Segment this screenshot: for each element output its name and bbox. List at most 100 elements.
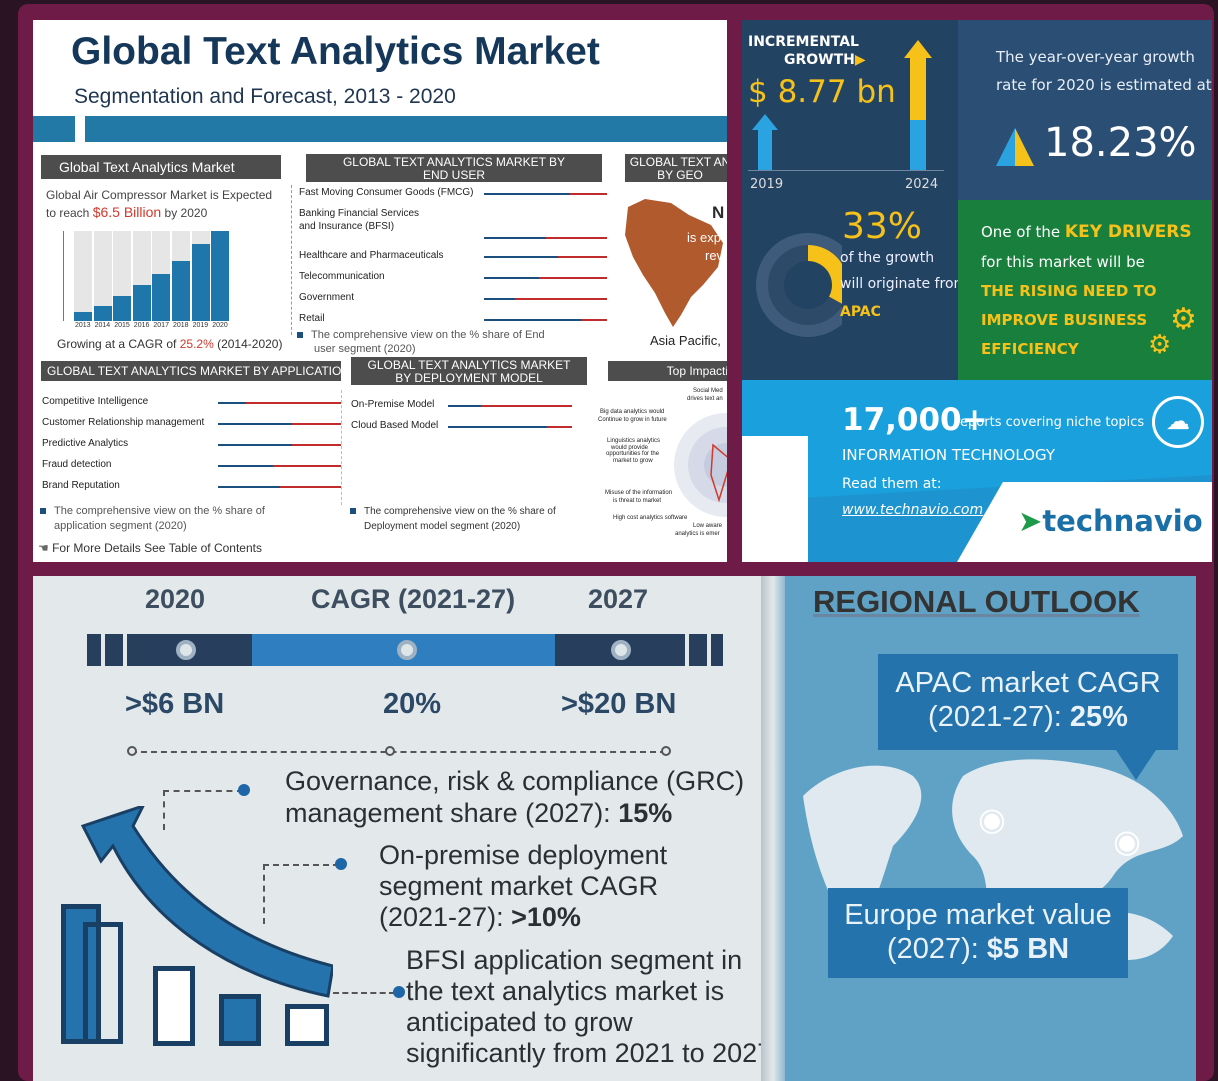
application-share-fill	[218, 486, 280, 488]
application-share-fill	[218, 444, 292, 446]
bar-background	[211, 231, 230, 321]
deployment-note: The comprehensive view on the % share of…	[350, 504, 556, 534]
footer-note: ☚ For More Details See Table of Contents	[38, 541, 262, 555]
curved-growth-arrow-icon	[80, 806, 333, 998]
bar-label-2018: 2018	[173, 322, 189, 329]
growth-arrow-large-icon	[904, 40, 932, 170]
bar-label-2020: 2020	[212, 322, 228, 329]
end-user-label-line1: Telecommunication	[299, 271, 385, 282]
drivers-line-1-em: KEY DRIVERS	[1064, 222, 1192, 242]
impact-label: opportunities for the	[606, 451, 660, 457]
bar-background	[191, 231, 210, 321]
application-share-bar	[218, 402, 341, 404]
timeline-dotted-line	[131, 751, 666, 753]
market-box-line1: Global Air Compressor Market is Expected	[46, 188, 273, 202]
growth-value: 25.2%	[179, 337, 214, 351]
application-share-fill	[218, 465, 274, 467]
bar-background	[113, 231, 132, 321]
timeline-value-2027: >$20 BN	[561, 688, 677, 720]
apac-callout-prefix: (2021-27):	[928, 701, 1070, 733]
deployment-header: GLOBAL TEXT ANALYTICS MARKET BY DEPLOYME…	[351, 357, 587, 385]
drivers-cell	[958, 200, 1212, 380]
end-user-label: Retail	[299, 312, 325, 325]
page-subtitle: Segmentation and Forecast, 2013 - 2020	[74, 85, 456, 108]
fact-3-line-3: anticipated to grow	[406, 1007, 633, 1037]
geo-fragment-exp: is exp	[687, 230, 721, 245]
footer-note-text: For More Details See Table of Contents	[52, 541, 262, 555]
end-user-share-bar	[484, 237, 607, 239]
deployment-header-line1: GLOBAL TEXT ANALYTICS MARKET	[367, 358, 571, 372]
bar-background	[93, 231, 112, 321]
end-user-share-bar	[484, 193, 607, 195]
read-url-link[interactable]: www.technavio.com	[842, 502, 984, 518]
end-user-header-line2: END USER	[422, 168, 485, 182]
application-share-bar	[218, 423, 341, 425]
application-label: Customer Relationship management	[42, 417, 205, 428]
impact-label: Misuse of the information	[605, 490, 673, 496]
fact-1-dot	[238, 784, 250, 796]
fact-1-line-2: management share (2027): 15%	[285, 798, 672, 829]
end-user-header-line1: GLOBAL TEXT ANALYTICS MARKET BY	[342, 155, 566, 169]
timeline-label-cagr: CAGR (2021-27)	[311, 584, 516, 614]
bar-label-2013: 2013	[75, 322, 91, 329]
timeline-value-2020: >$6 BN	[125, 688, 225, 720]
page-title: Global Text Analytics Market	[71, 30, 600, 73]
end-user-share-fill	[484, 298, 515, 300]
end-user-label-line1: Government	[299, 292, 355, 303]
end-user-share-fill	[484, 237, 546, 239]
yoy-line-1: The year-over-year growth	[996, 48, 1195, 66]
drivers-line-5: EFFICIENCY	[981, 340, 1079, 358]
geo-fragment-r: r	[721, 268, 726, 283]
end-user-share-bar	[484, 298, 607, 300]
logo-white-wedge	[957, 482, 1212, 562]
impact-label: Big data analytics would	[600, 409, 665, 415]
impact-label: Social Med	[693, 388, 723, 394]
stripe-gap	[75, 116, 85, 142]
fact-2-line-2: segment market CAGR	[379, 871, 659, 901]
play-arrow-icon: ▶	[854, 52, 866, 68]
geo-fragment-n: N	[712, 203, 725, 222]
market-bar-chart	[63, 231, 245, 321]
growth-arrow-small-icon	[752, 114, 778, 170]
incremental-value: $ 8.77 bn	[748, 74, 896, 110]
timeline-value-cagr: 20%	[383, 688, 442, 720]
end-user-share-fill	[484, 277, 540, 279]
apac-callout-line2: (2021-27): 25%	[878, 700, 1178, 734]
impact-label: analytics is emer	[675, 531, 720, 537]
bar-background	[74, 231, 92, 321]
fact-2-dot	[335, 858, 347, 870]
gear-icon: ⚙	[1170, 302, 1197, 337]
end-user-label: Government	[299, 291, 354, 304]
gear-small-icon: ⚙	[1148, 330, 1172, 360]
market-box-line2: to reach $6.5 Billion by 2020	[46, 204, 207, 220]
geo-fragment-rev: rev	[705, 248, 724, 263]
deployment-label: On-Premise Model	[351, 399, 435, 410]
application-share-fill	[218, 423, 292, 425]
end-user-label: Fast Moving Consumer Goods (FMCG)	[299, 186, 474, 199]
market-box-value: $6.5 Billion	[92, 204, 162, 220]
market-box-line2-prefix: to reach	[46, 206, 93, 220]
fact-2-line-1: On-premise deployment	[379, 840, 668, 870]
regional-title: REGIONAL OUTLOOK	[813, 584, 1140, 619]
year-end: 2024	[905, 177, 939, 192]
north-america-map-icon	[625, 199, 723, 327]
infographic-panel-outlook: 2020 CAGR (2021-27) 2027 >$6 BN 20% >$20…	[33, 576, 1196, 1081]
bar-label-2017: 2017	[153, 322, 169, 329]
incremental-label-1: INCREMENTAL	[748, 34, 859, 50]
impact-label: Linguistics analytics	[607, 438, 661, 444]
dot-1	[127, 746, 137, 756]
end-user-label-line2: and Insurance (BFSI)	[299, 221, 395, 232]
bar-background	[132, 231, 151, 321]
apac-line-2: will originate from	[840, 276, 968, 292]
timeline-tick-l1	[101, 634, 105, 666]
applications-note-line1: The comprehensive view on the % share of	[54, 505, 265, 517]
infographic-panel-segmentation: Global Text Analytics Market Segmentatio…	[33, 20, 727, 562]
timeline-marker-2027	[611, 640, 631, 660]
bar-2016	[132, 285, 151, 321]
applications-divider	[341, 390, 342, 505]
yoy-cell	[958, 20, 1212, 200]
bar-2015	[113, 296, 132, 321]
infographic-panel-technavio: INCREMENTAL GROWTH▶ $ 8.77 bn 2019 2024 …	[742, 20, 1212, 562]
end-user-note-line1: The comprehensive view on the % share of…	[311, 329, 545, 341]
